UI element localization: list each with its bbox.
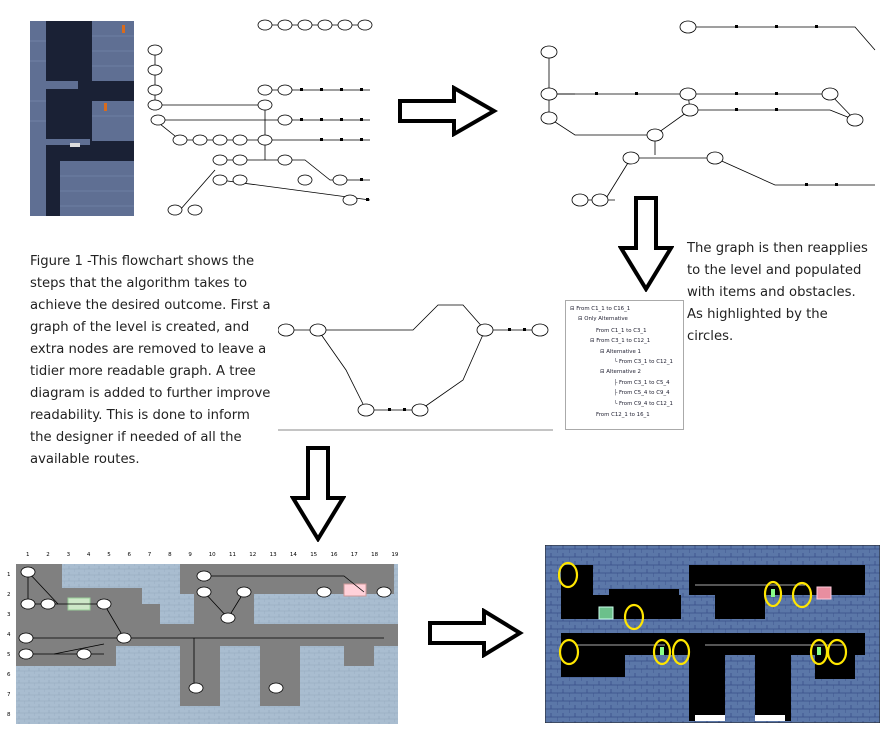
caption-line: readability. This is done to inform bbox=[30, 408, 250, 423]
tree-item[interactable]: ⊟ Only Alternative bbox=[578, 316, 628, 322]
grid-row-label: 2 bbox=[7, 592, 11, 598]
tree-item[interactable]: └ From C3_1 to C12_1 bbox=[614, 359, 673, 365]
grid-column-label: 5 bbox=[107, 552, 111, 558]
tree-item[interactable]: ├ From C3_1 to C5_4 bbox=[614, 380, 670, 386]
tree-item[interactable]: ⊟ Alternative 1 bbox=[600, 349, 641, 355]
raw-graph-diagram bbox=[147, 19, 373, 216]
tree-item[interactable]: From C1_1 to C3_1 bbox=[596, 328, 647, 334]
grid-column-label: 18 bbox=[371, 552, 378, 558]
grid-row-label: 7 bbox=[7, 692, 11, 698]
tree-item[interactable]: └ From C9_4 to C12_1 bbox=[614, 401, 673, 407]
grid-row-label: 5 bbox=[7, 652, 11, 658]
caption-line: achieve the desired outcome. First a bbox=[30, 298, 271, 313]
grid-row-label: 3 bbox=[7, 612, 11, 618]
tree-item[interactable]: ├ From C5_4 to C9_4 bbox=[614, 390, 670, 396]
grid-column-label: 3 bbox=[67, 552, 71, 558]
grid-column-label: 4 bbox=[87, 552, 91, 558]
grid-column-label: 13 bbox=[270, 552, 277, 558]
caption-line: extra nodes are removed to leave a bbox=[30, 342, 267, 357]
grid-column-label: 11 bbox=[229, 552, 236, 558]
tree-item[interactable]: ⊟ From C3_1 to C12_1 bbox=[590, 338, 651, 344]
route-graph-diagram bbox=[278, 304, 553, 431]
grid-row-label: 6 bbox=[7, 672, 11, 678]
arrow-down-icon bbox=[290, 446, 346, 542]
grid-column-label: 10 bbox=[209, 552, 216, 558]
grid-column-label: 15 bbox=[310, 552, 317, 558]
grid-row-label: 8 bbox=[7, 712, 11, 718]
grid-column-label: 7 bbox=[148, 552, 152, 558]
populated-level-map bbox=[544, 544, 881, 724]
grid-column-label: 17 bbox=[351, 552, 358, 558]
grid-row-label: 1 bbox=[7, 572, 11, 578]
tree-item[interactable]: ⊟ Alternative 2 bbox=[600, 369, 641, 375]
side-note: The graph is then reapplies to the level… bbox=[687, 238, 882, 348]
grid-column-label: 14 bbox=[290, 552, 297, 558]
caption-line: available routes. bbox=[30, 452, 140, 467]
tree-item[interactable]: From C12_1 to 16_1 bbox=[596, 412, 650, 418]
figure-caption: Figure 1 -This flowchart shows the steps… bbox=[30, 251, 275, 471]
caption-line: diagram is added to further improve bbox=[30, 386, 271, 401]
arrow-right-icon bbox=[398, 85, 498, 137]
route-tree-view[interactable]: ⊟ From C1_1 to C16_1 ⊟ Only Alternative … bbox=[565, 300, 684, 430]
grid-row-label: 4 bbox=[7, 632, 11, 638]
grid-column-label: 1 bbox=[26, 552, 30, 558]
caption-line: tidier more readable graph. A tree bbox=[30, 364, 256, 379]
arrow-right-icon bbox=[428, 608, 524, 658]
caption-line: steps that the algorithm takes to bbox=[30, 276, 248, 291]
side-note-line: with items and obstacles. bbox=[687, 285, 856, 300]
grid-column-label: 6 bbox=[128, 552, 132, 558]
side-note-line: The graph is then reapplies bbox=[687, 241, 868, 256]
level-screenshot bbox=[30, 21, 134, 216]
caption-line: Figure 1 -This flowchart shows the bbox=[30, 254, 255, 269]
caption-line: the designer if needed of all the bbox=[30, 430, 242, 445]
grid-column-label: 2 bbox=[46, 552, 50, 558]
grid-column-label: 8 bbox=[168, 552, 172, 558]
side-note-line: circles. bbox=[687, 329, 734, 344]
tree-item[interactable]: ⊟ From C1_1 to C16_1 bbox=[570, 306, 631, 312]
caption-line: graph of the level is created, and bbox=[30, 320, 250, 335]
side-note-line: As highlighted by the bbox=[687, 307, 828, 322]
highlight-circles bbox=[557, 561, 848, 666]
arrow-down-icon bbox=[618, 196, 674, 292]
grid-column-label: 12 bbox=[249, 552, 256, 558]
side-note-line: to the level and populated bbox=[687, 263, 862, 278]
grid-column-label: 9 bbox=[188, 552, 192, 558]
simplified-graph-diagram bbox=[540, 20, 876, 207]
grid-column-label: 16 bbox=[331, 552, 338, 558]
grid-column-label: 19 bbox=[391, 552, 398, 558]
